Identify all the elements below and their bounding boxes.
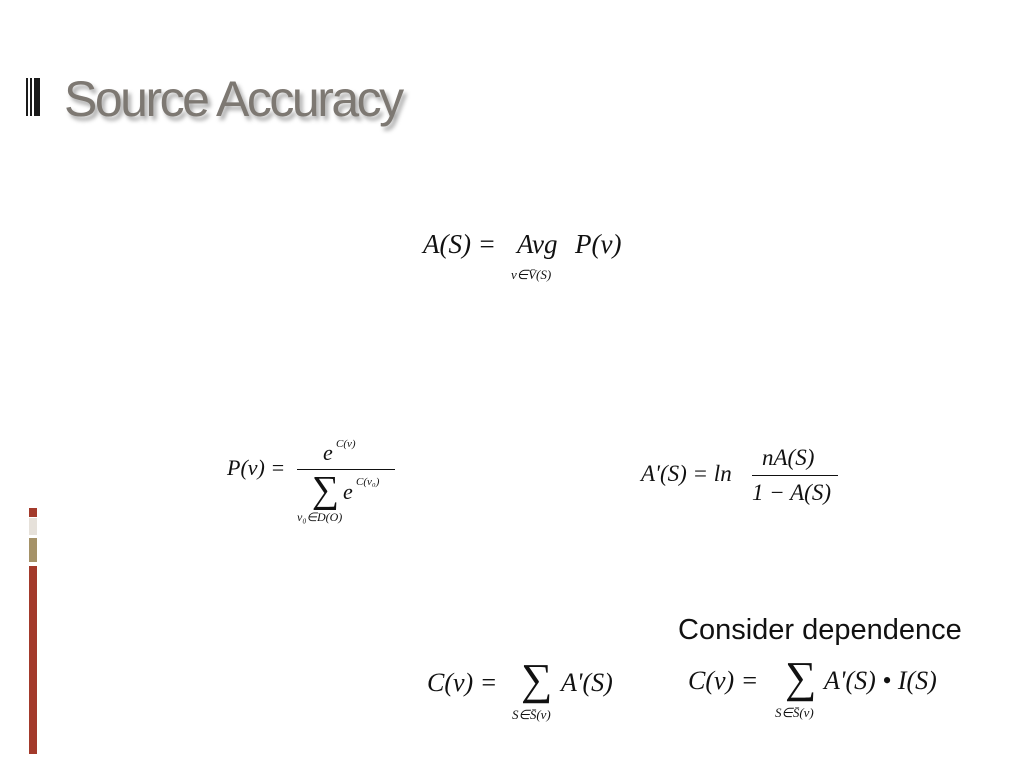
probability-formula-denominator: e [343, 479, 353, 504]
probability-formula-numerator-exponent: C(v) [336, 438, 356, 450]
title-bullet-icon [26, 78, 40, 116]
adjusted-accuracy-formula-lhs: A'(S) = ln [641, 461, 732, 486]
summation-icon: ∑ [785, 653, 817, 702]
accuracy-formula-op: Avg [517, 229, 558, 259]
summation-icon: ∑ [521, 655, 553, 704]
confidence-formula-rhs: A'(S) [561, 668, 613, 697]
accuracy-formula-subscript: v∈V̄(S) [511, 267, 552, 282]
confidence-dependence-formula-subscript: S∈S̄(v) [775, 705, 814, 720]
probability-formula-numerator: e [323, 440, 333, 465]
probability-formula-lhs: P(v) = [227, 455, 286, 480]
accuracy-formula-rhs: P(v) [575, 229, 622, 259]
accuracy-formula-lhs: A(S) = [423, 229, 496, 259]
probability-formula-fraction-line [297, 469, 395, 470]
confidence-formula-lhs: C(v) = [427, 668, 498, 697]
confidence-dependence-formula-rhs: A'(S) • I(S) [824, 666, 937, 695]
confidence-dependence-formula-lhs: C(v) = [688, 666, 759, 695]
slide-title: Source Accuracy [64, 71, 404, 127]
adjusted-accuracy-formula-denominator: 1 − A(S) [752, 480, 831, 505]
probability-formula-subscript: v₀∈D(O) [297, 510, 343, 524]
confidence-formula-subscript: S∈S̄(v) [512, 707, 551, 722]
dependence-note: Consider dependence [678, 614, 962, 646]
summation-icon: ∑ [312, 469, 340, 511]
probability-formula-denominator-exponent: C(v₀) [356, 476, 380, 488]
adjusted-accuracy-formula-numerator: nA(S) [762, 445, 815, 470]
adjusted-accuracy-formula-fraction-line [752, 475, 838, 476]
